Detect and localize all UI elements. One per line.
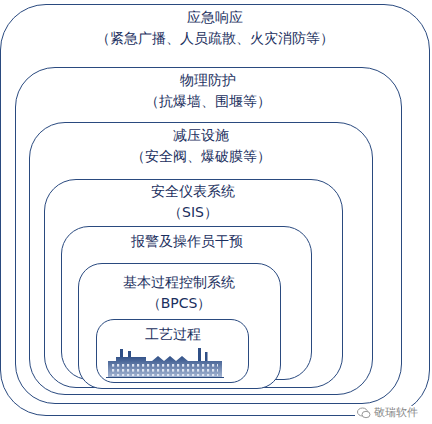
protection-layer: 应急响应（紧急广播、人员疏散、火灾消防等） 物理防护（抗爆墙、围堰等） 减压设施（安… (0, 4, 430, 416)
layer-text: 安全仪表系统（SIS） (45, 180, 342, 223)
layer-examples: （抗爆墙、围堰等） (16, 91, 401, 112)
protection-layer: 减压设施（安全阀、爆破膜等）安全仪表系统（SIS）报警及操作员干预基本过程控制系… (29, 122, 373, 395)
layer-title: 基本过程控制系统 (79, 272, 280, 293)
layer-text: 应急响应（紧急广播、人员疏散、火灾消防等） (1, 5, 429, 49)
layer-title: 应急响应 (1, 7, 429, 28)
layer-title: 安全仪表系统 (45, 181, 342, 202)
layer-text: 物理防护（抗爆墙、围堰等） (16, 68, 401, 112)
layer-title: 减压设施 (30, 125, 372, 146)
factory-illustration (106, 348, 224, 378)
watermark: 敬瑞软件 (355, 406, 420, 419)
protection-layer: 报警及操作员干预基本过程控制系统（BPCS） 工艺过程 (61, 226, 312, 381)
protection-layer: 基本过程控制系统（BPCS） 工艺过程 (78, 263, 281, 389)
layer-examples: （BPCS） (79, 293, 280, 314)
layer-text: 工艺过程 (97, 320, 248, 345)
protection-layer: 安全仪表系统（SIS） 报警及操作员干预基本过程控制系统（BPCS） 工艺过程 (44, 179, 343, 388)
layer-title: 报警及操作员干预 (62, 231, 311, 252)
layer-examples: （紧急广播、人员疏散、火灾消防等） (1, 28, 429, 49)
process-core: 工艺过程 (96, 319, 249, 383)
layer-examples: （安全阀、爆破膜等） (30, 146, 372, 167)
wechat-icon (357, 407, 371, 419)
layer-title: 物理防护 (16, 70, 401, 91)
layer-title: 工艺过程 (97, 324, 248, 345)
watermark-text: 敬瑞软件 (374, 406, 418, 419)
layer-text: 基本过程控制系统（BPCS） (79, 264, 280, 314)
layer-examples: （SIS） (45, 202, 342, 223)
layer-text: 报警及操作员干预 (62, 227, 311, 252)
protection-layer: 物理防护（抗爆墙、围堰等）减压设施（安全阀、爆破膜等）安全仪表系统（SIS）报警… (15, 67, 402, 404)
layer-text: 减压设施（安全阀、爆破膜等） (30, 123, 372, 167)
